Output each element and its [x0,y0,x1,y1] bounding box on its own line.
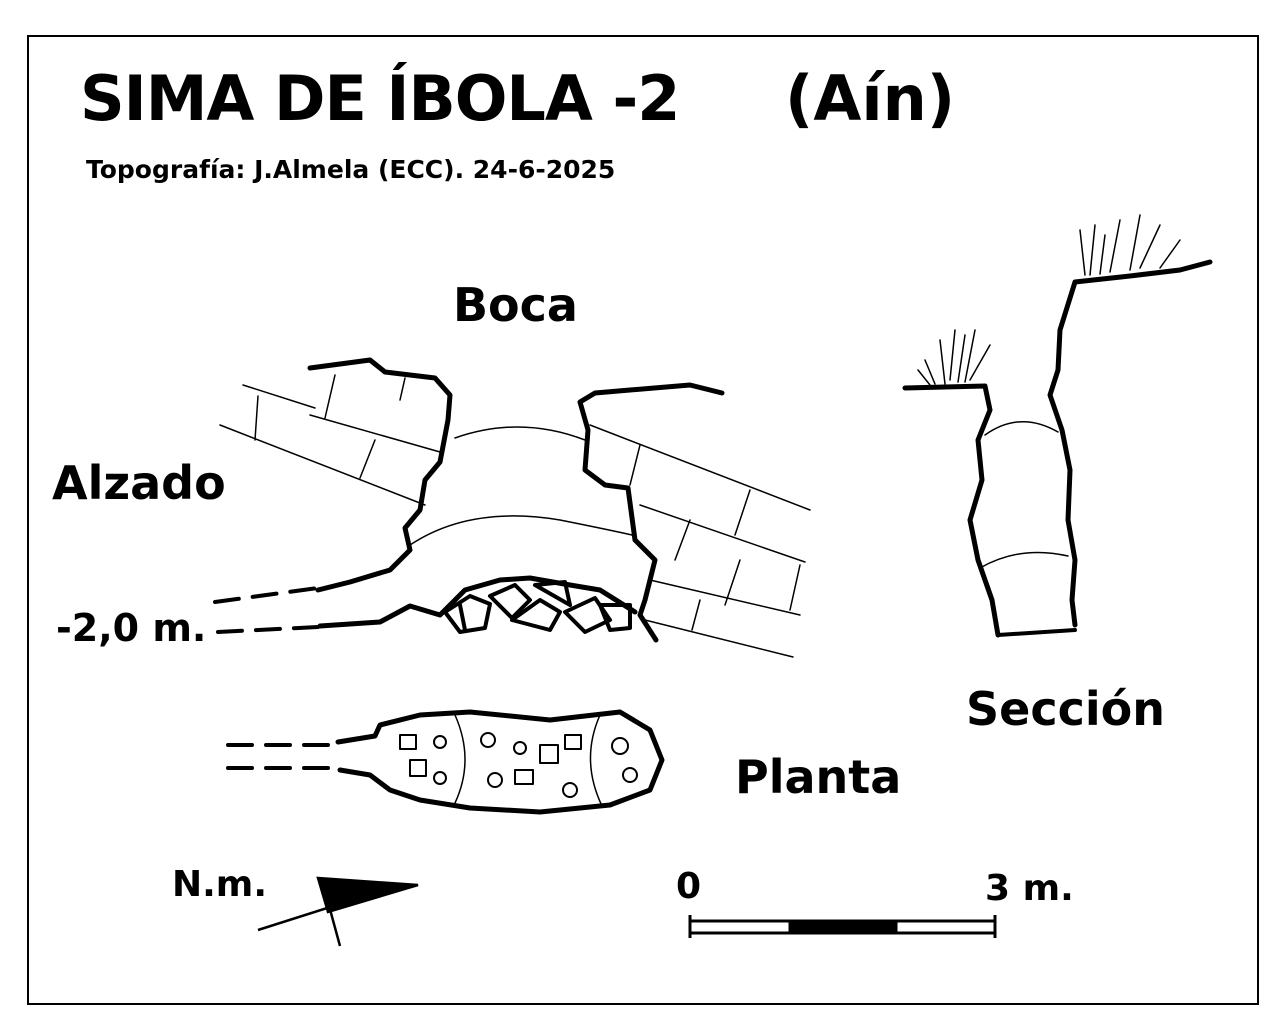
label-section: Sección [966,682,1165,736]
section-drawing [902,214,1213,638]
map-credits: Topografía: J.Almela (ECC). 24-6-2025 [86,155,616,184]
label-entrance: Boca [453,278,578,332]
scale-start-label: 0 [676,866,702,907]
elevation-drawing [213,357,811,658]
map-location: (Aín) [785,62,956,135]
map-title: SIMA DE ÍBOLA -2 [80,62,680,135]
scale-bar [688,915,997,938]
plan-drawing [226,709,665,815]
label-depth: -2,0 m. [56,606,207,650]
label-plan: Planta [735,750,902,804]
scale-end-label: 3 m. [985,868,1074,909]
map-frame [27,35,1259,1005]
label-elevation: Alzado [52,456,226,510]
north-arrow-icon [257,876,419,947]
label-north: N.m. [172,864,267,905]
